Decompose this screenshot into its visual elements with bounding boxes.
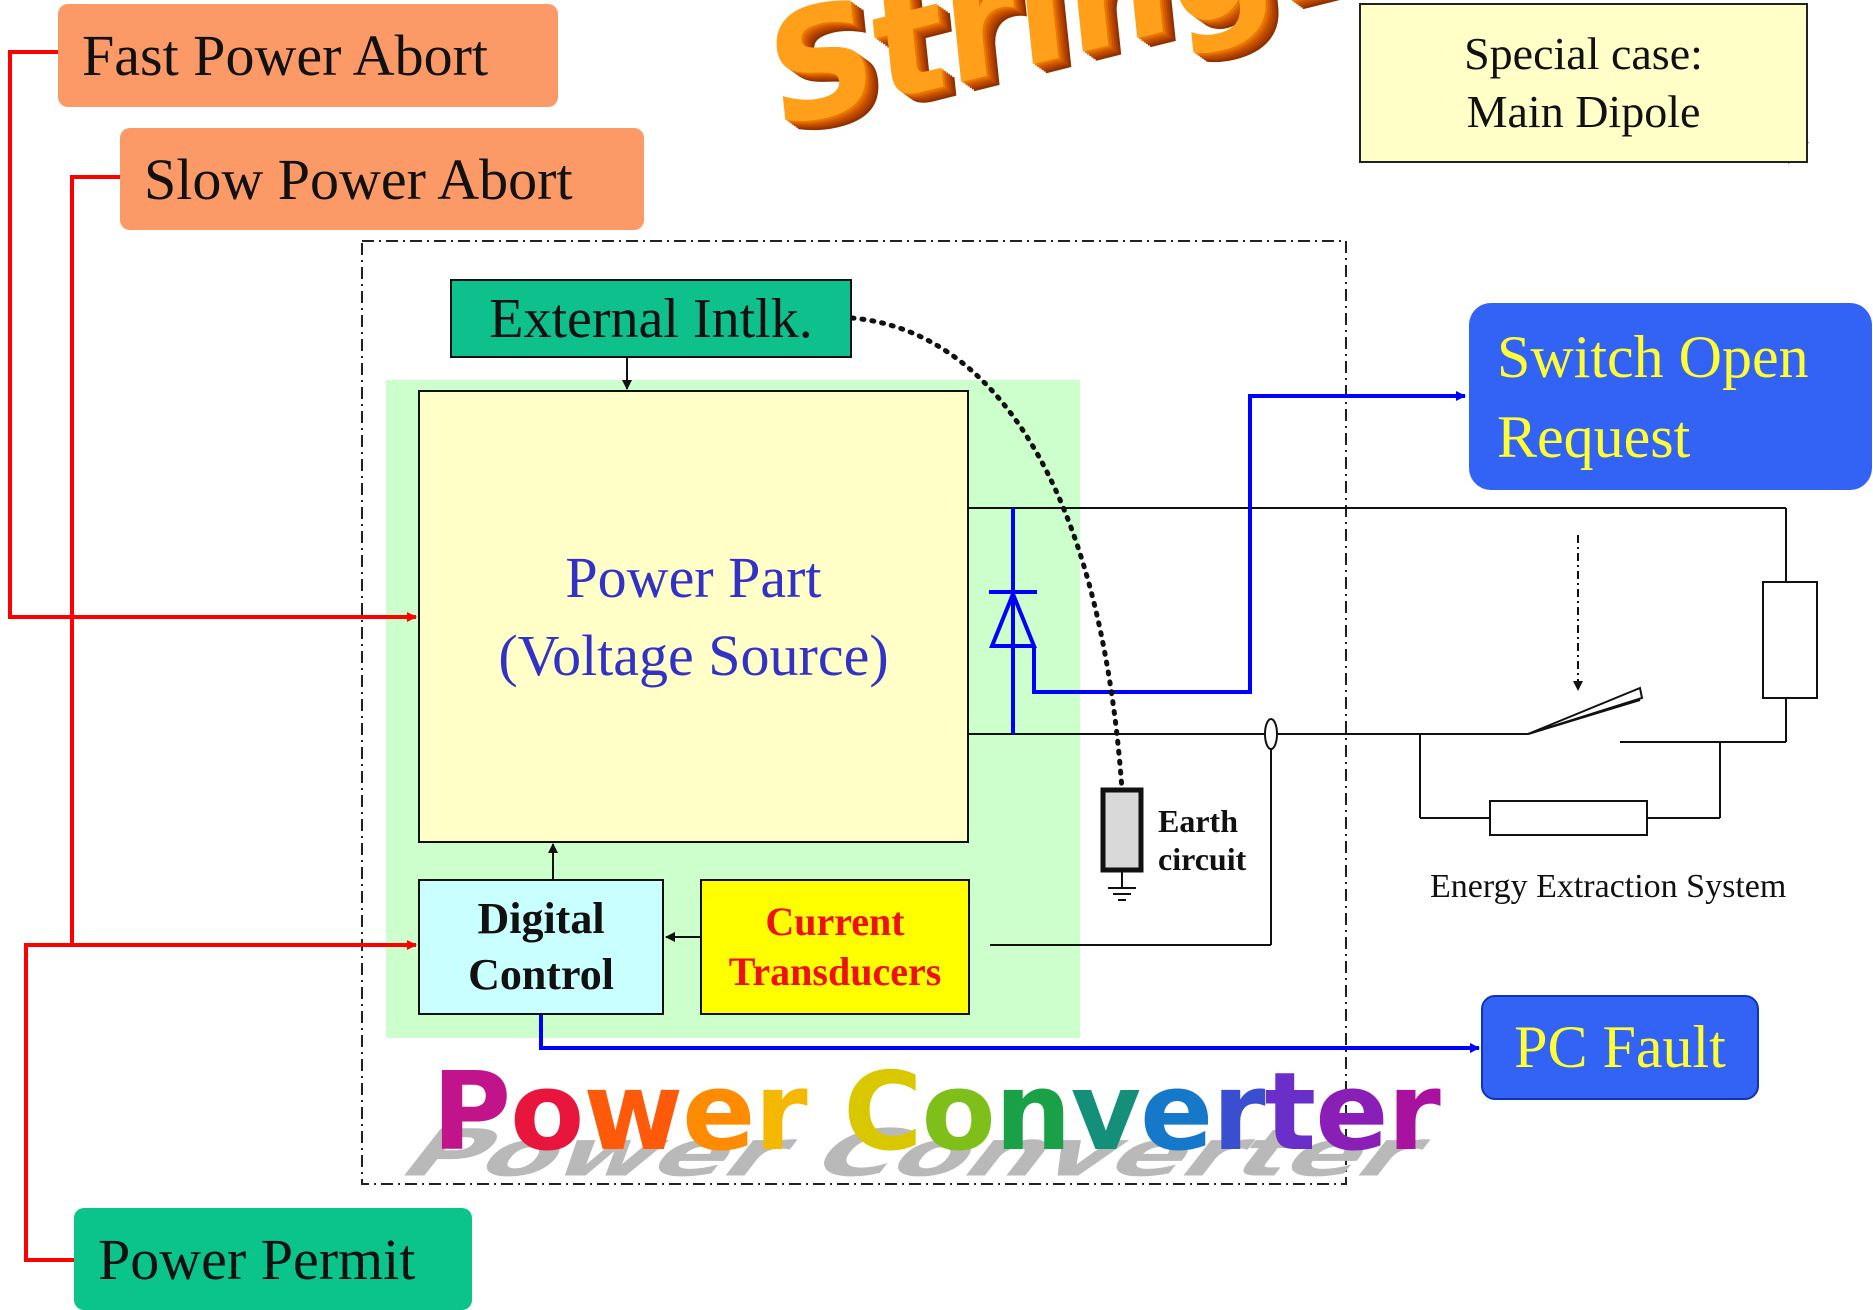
power-converter-title-letter: P bbox=[432, 1050, 511, 1175]
power-converter-title-letter: r bbox=[1387, 1050, 1440, 1175]
power-converter-title-letter bbox=[807, 1050, 844, 1175]
switch-open-line2: Request bbox=[1497, 403, 1691, 470]
power-converter-title-letter: e bbox=[682, 1050, 755, 1175]
special-case-line2: Main Dipole bbox=[1466, 86, 1701, 137]
current-transducers-line2: Transducers bbox=[728, 949, 942, 994]
power-converter-title-letter: t bbox=[1264, 1050, 1317, 1175]
power-converter-title: Power Converter Power Converter bbox=[382, 1050, 1448, 1191]
fast-power-abort-box: Fast Power Abort bbox=[58, 4, 558, 107]
power-converter-title-letter: C bbox=[843, 1050, 922, 1175]
freewheel-diode bbox=[989, 391, 1466, 734]
external-interlock-box: External Intlk. bbox=[450, 279, 852, 358]
earth-circuit-label: Earth circuit bbox=[1158, 802, 1246, 878]
pc-fault-box: PC Fault bbox=[1481, 995, 1759, 1100]
digital-control-line2: Control bbox=[468, 950, 614, 999]
current-transducers-line1: Current bbox=[765, 899, 905, 944]
power-converter-title-letter: o bbox=[510, 1050, 584, 1175]
digital-control-box: Digital Control bbox=[418, 879, 664, 1015]
fast-abort-signal-line bbox=[8, 50, 417, 622]
power-part-line2: (Voltage Source) bbox=[498, 622, 889, 688]
power-part-box: Power Part (Voltage Source) bbox=[418, 390, 969, 843]
interlock-earth-dotted-link bbox=[849, 315, 1125, 793]
pc-fault-signal-line bbox=[539, 1015, 1480, 1053]
power-converter-title-letter: r bbox=[754, 1050, 807, 1175]
special-case-line1: Special case: bbox=[1464, 28, 1703, 79]
main-circuit bbox=[969, 507, 1818, 946]
power-converter-title-letter: o bbox=[921, 1050, 996, 1175]
power-converter-title-letter: e bbox=[1140, 1050, 1213, 1175]
current-transducers-box: Current Transducers bbox=[700, 879, 970, 1015]
power-converter-enclosure bbox=[361, 240, 1347, 1185]
power-converter-title-letter: n bbox=[994, 1050, 1072, 1175]
power-converter-title-letter: r bbox=[1212, 1050, 1265, 1175]
digital-control-line1: Digital bbox=[477, 894, 605, 943]
power-permit-signal-line bbox=[24, 943, 74, 1262]
slow-power-abort-box: Slow Power Abort bbox=[120, 128, 644, 230]
power-converter-title-letter: e bbox=[1315, 1050, 1388, 1175]
slow-abort-signal-line bbox=[70, 175, 417, 950]
power-permit-box: Power Permit bbox=[74, 1208, 472, 1310]
switch-open-line1: Switch Open bbox=[1497, 323, 1809, 390]
power-part-line1: Power Part bbox=[565, 544, 822, 610]
power-converter-title-letter: v bbox=[1070, 1050, 1141, 1175]
special-case-note: Special case: Main Dipole bbox=[1359, 3, 1808, 163]
power-converter-title-text: Power Converter bbox=[432, 1050, 1441, 1175]
power-converter-title-letter: w bbox=[583, 1050, 683, 1175]
earth-circuit-line2: circuit bbox=[1158, 841, 1247, 877]
earth-circuit-symbol bbox=[1100, 787, 1144, 901]
earth-circuit-line1: Earth bbox=[1158, 803, 1238, 839]
energy-extraction-label: Energy Extraction System bbox=[1430, 868, 1787, 905]
switch-open-request-box: Switch Open Request bbox=[1469, 303, 1872, 490]
